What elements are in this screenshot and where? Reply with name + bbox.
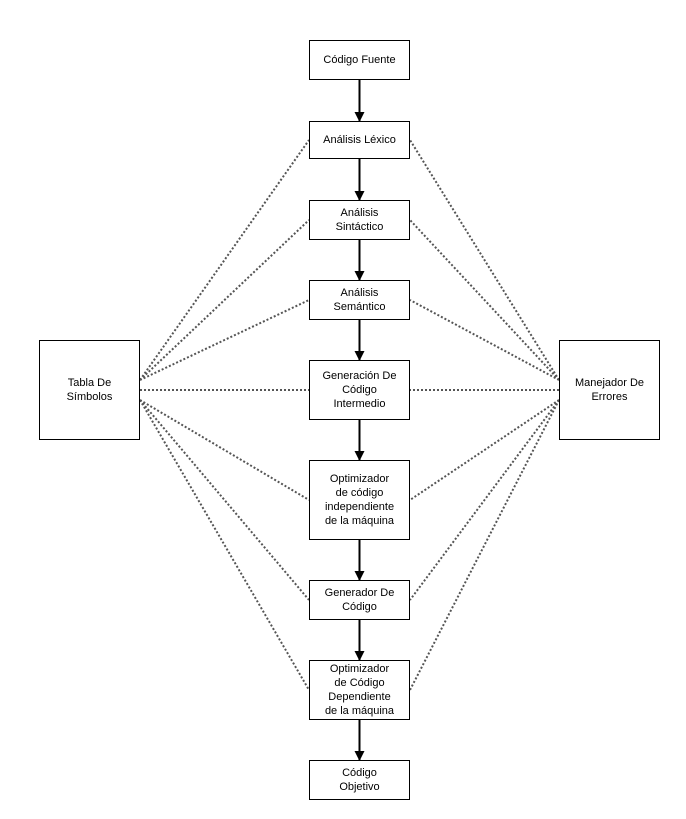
box-label: Código Fuente [323, 54, 396, 66]
box-label: Generador De Código [324, 587, 395, 613]
dotted-link [409, 399, 560, 691]
dotted-link [409, 219, 560, 381]
box-label: Análisis Sintáctico [335, 207, 384, 233]
box-codigo-fuente: Código Fuente [309, 40, 410, 80]
dotted-link [139, 219, 310, 381]
box-label: Tabla De Símbolos [66, 377, 113, 403]
dotted-link [139, 139, 310, 381]
box-label: Código Objetivo [339, 767, 380, 793]
dotted-link [409, 399, 560, 601]
box-label: Generación De Código Intermedio [322, 370, 397, 410]
dotted-link [139, 399, 310, 501]
box-optimizador-independiente: Optimizador de código independiente de l… [309, 460, 410, 540]
dotted-link [139, 399, 310, 691]
dotted-link [409, 299, 560, 381]
box-analisis-semantico: Análisis Semántico [309, 280, 410, 320]
dotted-link [139, 299, 310, 381]
dotted-link [409, 399, 560, 501]
box-manejador-errores: Manejador De Errores [559, 340, 660, 440]
box-label: Análisis Semántico [333, 287, 386, 313]
box-tabla-simbolos: Tabla De Símbolos [39, 340, 140, 440]
box-label: Análisis Léxico [323, 134, 396, 146]
box-generador-codigo: Generador De Código [309, 580, 410, 620]
box-generacion-codigo-intermedio: Generación De Código Intermedio [309, 360, 410, 420]
box-analisis-lexico: Análisis Léxico [309, 121, 410, 159]
dotted-link [139, 399, 310, 601]
box-codigo-objetivo: Código Objetivo [309, 760, 410, 800]
box-label: Optimizador de Código Dependiente de la … [324, 663, 395, 717]
box-label: Optimizador de código independiente de l… [324, 473, 395, 527]
dotted-links [139, 139, 560, 691]
box-analisis-sintactico: Análisis Sintáctico [309, 200, 410, 240]
box-label: Manejador De Errores [574, 377, 645, 403]
dotted-link [409, 139, 560, 381]
box-optimizador-dependiente: Optimizador de Código Dependiente de la … [309, 660, 410, 720]
